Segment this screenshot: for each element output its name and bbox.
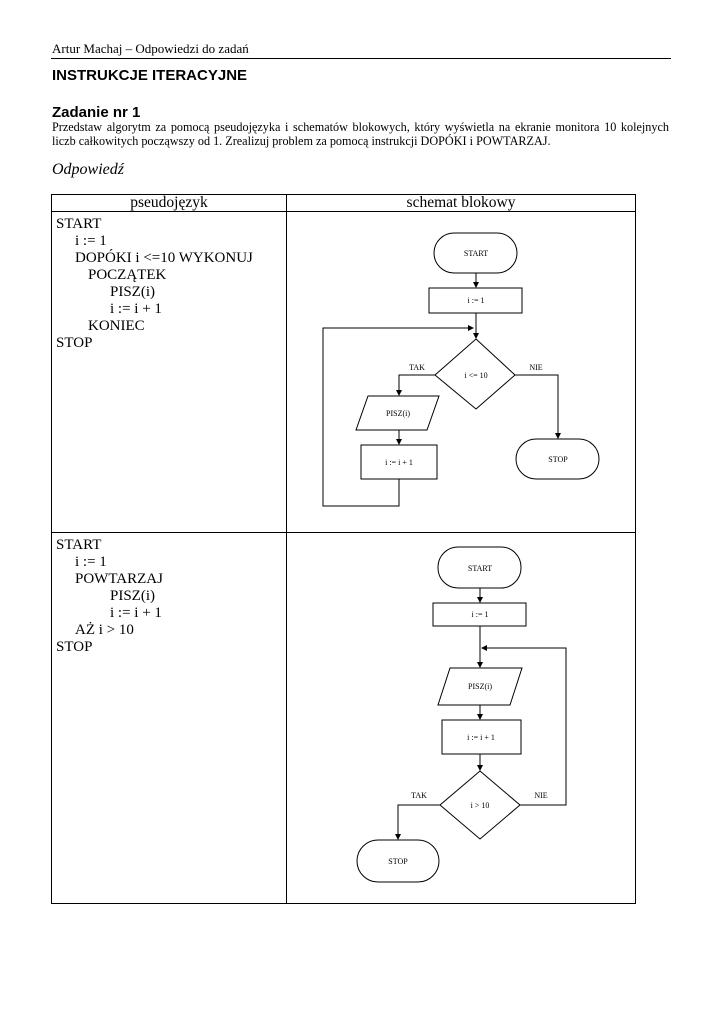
init-label: i := 1 [468,296,485,305]
no-label: NIE [534,791,547,800]
condition-decision [439,770,521,840]
output-label: PISZ(i) [468,682,492,691]
header-flowchart: schemat blokowy [286,194,636,212]
flowchart-repeat: START i := 1 PISZ(i) i := i + 1 i > 10 T… [356,546,567,883]
increment-label: i := i + 1 [385,458,413,467]
stop-terminal [356,839,440,883]
stop-terminal [515,438,600,480]
pseudocode-line: AŻ i > 10 [75,622,134,638]
pseudocode-line: i := i + 1 [110,605,162,621]
start-label: START [464,249,488,258]
increment-process [360,444,438,480]
answer-label: Odpowiedź [52,161,124,178]
output-label: PISZ(i) [386,409,410,418]
stop-label: STOP [548,455,568,464]
flowchart-while-cell: START i := 1 i <= 10 TAK NIE PISZ(i) i :… [286,211,636,533]
pseudocode-line: DOPÓKI i <=10 WYKONUJ [75,250,253,266]
yes-label: TAK [411,791,427,800]
pseudocode-line: POCZĄTEK [88,267,167,283]
header-rule [51,58,671,59]
start-label: START [468,564,492,573]
pseudocode-line: i := 1 [75,554,107,570]
flowchart-repeat-cell: START i := 1 PISZ(i) i := i + 1 i > 10 T… [286,532,636,904]
pseudocode-line: STOP [56,335,93,351]
output-io [355,395,440,431]
pseudocode-line: PISZ(i) [110,284,155,300]
section-title: INSTRUKCJE ITERACYJNE [52,67,248,84]
condition-decision [434,338,516,410]
pseudocode-line: START [56,216,102,232]
condition-label: i <= 10 [464,371,487,380]
flowchart-while: START i := 1 i <= 10 TAK NIE PISZ(i) i :… [322,232,600,507]
output-io [437,667,523,706]
pseudocode-line: POWTARZAJ [75,571,163,587]
pseudocode-line: i := 1 [75,233,107,249]
pseudocode-line: PISZ(i) [110,588,155,604]
increment-label: i := i + 1 [467,733,495,742]
running-header: Artur Machaj – Odpowiedzi do zadań [52,41,249,56]
task-description: Przedstaw algorytm za pomocą pseudojęzyk… [52,120,669,148]
pseudocode-line: i := i + 1 [110,301,162,317]
task-title: Zadanie nr 1 [52,104,141,121]
increment-process [441,719,522,755]
yes-label: TAK [409,363,425,372]
condition-label: i > 10 [471,801,490,810]
header-pseudocode: pseudojęzyk [51,194,287,212]
no-label: NIE [529,363,542,372]
stop-label: STOP [388,857,408,866]
init-label: i := 1 [472,610,489,619]
pseudocode-line: KONIEC [88,318,145,334]
pseudocode-line: STOP [56,639,93,655]
pseudocode-line: START [56,537,102,553]
